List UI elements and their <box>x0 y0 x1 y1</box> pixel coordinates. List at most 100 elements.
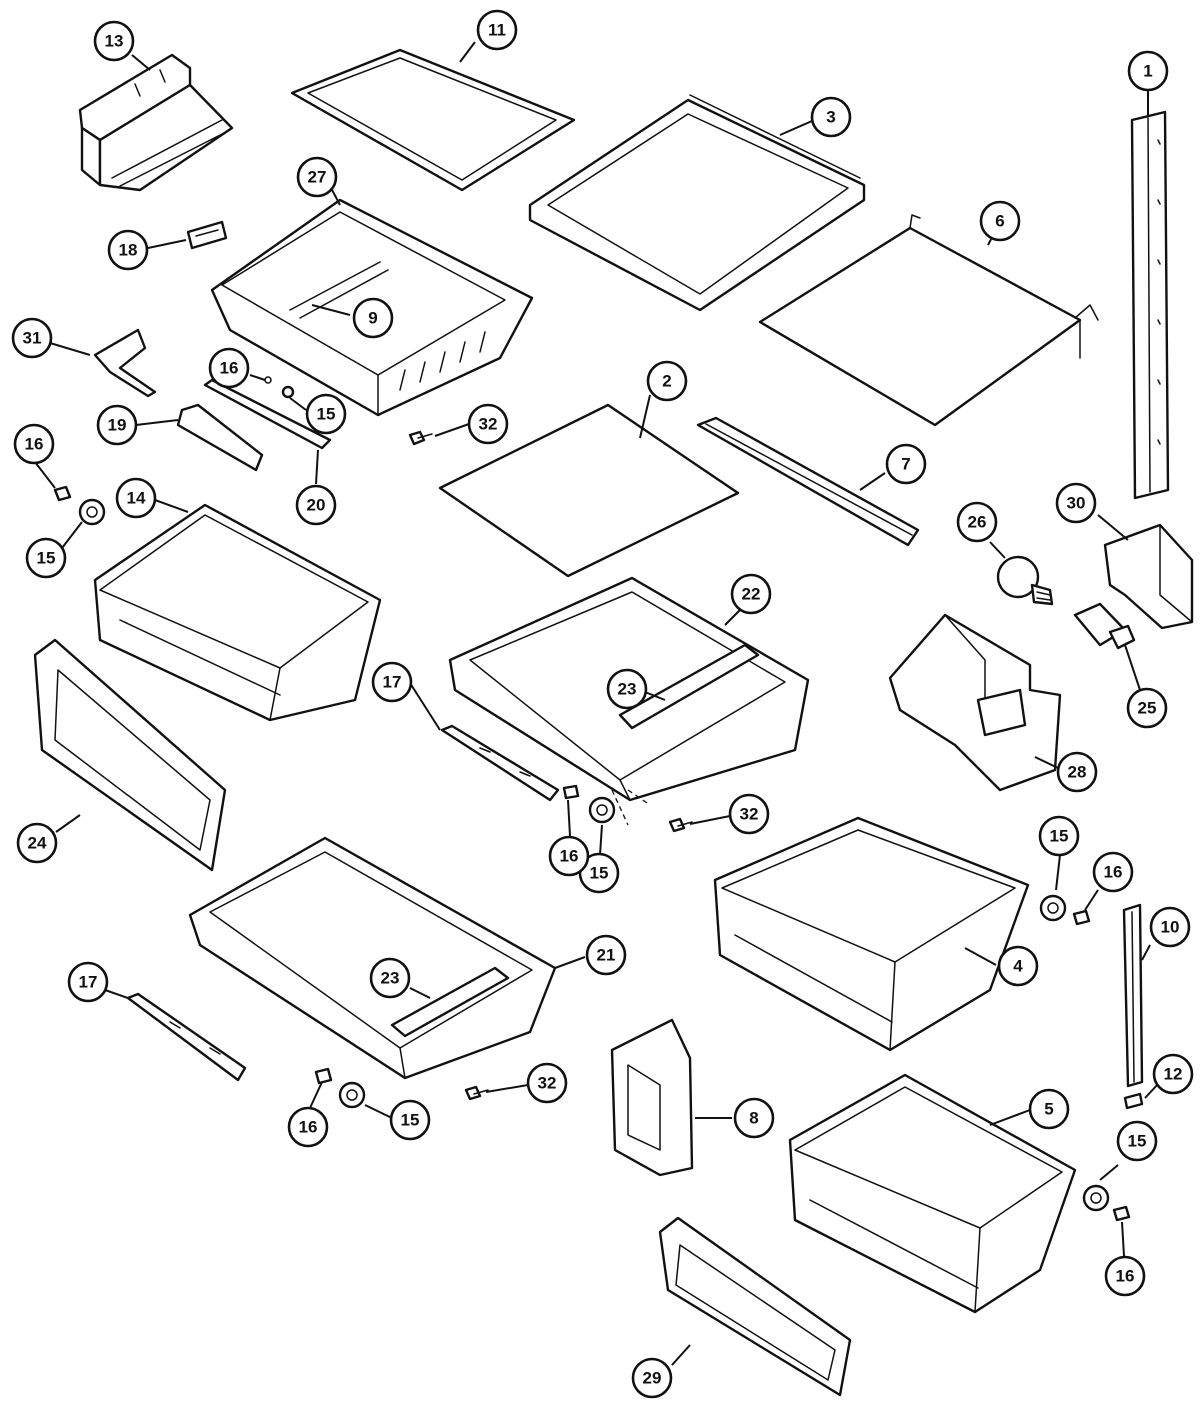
callout-3: 3 <box>810 96 852 138</box>
callout-16d: 16 <box>1092 851 1134 893</box>
svg-text:4: 4 <box>1013 957 1023 976</box>
callout-15a: 15 <box>25 537 67 579</box>
svg-text:21: 21 <box>597 946 616 965</box>
hardware-15-16-lower-right <box>1082 1184 1131 1222</box>
callout-16b: 16 <box>208 347 250 389</box>
part-3-glass-shelf <box>528 94 866 312</box>
part-2-glass-panel <box>438 403 740 578</box>
part-31-bracket <box>93 328 157 398</box>
callout-15b: 15 <box>305 393 347 435</box>
callout-21: 21 <box>585 934 627 976</box>
svg-text:15: 15 <box>37 549 56 568</box>
callout-28: 28 <box>1056 751 1098 793</box>
callout-4: 4 <box>997 945 1039 987</box>
part-28-housing <box>888 613 1062 792</box>
callout-16a: 16 <box>13 423 55 465</box>
callout-23a: 23 <box>606 668 648 710</box>
callout-20: 20 <box>295 484 337 526</box>
part-1-vertical-rail <box>1130 110 1170 500</box>
part-29-front-cover-lower <box>658 1216 852 1397</box>
part-23-rail-lower <box>390 966 510 1038</box>
svg-text:22: 22 <box>742 585 761 604</box>
svg-text:2: 2 <box>662 372 671 391</box>
callout-16f: 16 <box>1104 1255 1146 1297</box>
part-11-shelf-frame <box>290 48 576 192</box>
callout-2: 2 <box>646 360 688 402</box>
svg-text:24: 24 <box>28 834 47 853</box>
part-26-light-bulb <box>996 555 1054 606</box>
part-32-screw-lower <box>464 1085 489 1101</box>
callout-17b: 17 <box>67 961 109 1003</box>
part-21-crisper-cover-lower <box>188 836 557 1080</box>
callout-26: 26 <box>956 501 998 543</box>
svg-text:15: 15 <box>401 1111 420 1130</box>
svg-text:17: 17 <box>79 973 98 992</box>
callout-15e: 15 <box>389 1099 431 1141</box>
part-4-crisper-drawer-right <box>713 816 1030 1052</box>
svg-text:23: 23 <box>381 969 400 988</box>
hardware-16-15-upper <box>264 376 295 399</box>
svg-text:12: 12 <box>1164 1065 1183 1084</box>
svg-text:1: 1 <box>1143 62 1152 81</box>
callout-32a: 32 <box>467 403 509 445</box>
callout-14: 14 <box>115 477 157 519</box>
callout-29: 29 <box>631 1357 673 1399</box>
part-14-crisper-drawer-left <box>93 503 382 722</box>
svg-text:6: 6 <box>995 212 1004 231</box>
callout-13: 13 <box>93 20 135 62</box>
callout-32b: 32 <box>728 793 770 835</box>
part-18-clip <box>186 220 228 250</box>
svg-text:15: 15 <box>1128 1132 1147 1151</box>
svg-text:11: 11 <box>488 21 506 40</box>
svg-text:31: 31 <box>23 329 42 348</box>
part-17-rail-upper <box>440 724 560 802</box>
svg-text:16: 16 <box>299 1118 318 1137</box>
svg-text:7: 7 <box>901 455 910 474</box>
svg-text:19: 19 <box>108 416 127 435</box>
callout-22: 22 <box>730 573 772 615</box>
part-7-trim-strip <box>696 416 920 547</box>
callout-9: 9 <box>352 297 394 339</box>
callout-1: 1 <box>1127 50 1169 92</box>
callout-12: 12 <box>1152 1053 1194 1095</box>
callout-23b: 23 <box>369 957 411 999</box>
part-23-rail-upper <box>618 643 760 730</box>
callout-8: 8 <box>733 1097 775 1139</box>
part-6-wire-shelf <box>758 214 1099 427</box>
svg-text:18: 18 <box>119 241 138 260</box>
svg-text:26: 26 <box>968 513 987 532</box>
svg-text:14: 14 <box>127 489 146 508</box>
svg-text:28: 28 <box>1068 763 1087 782</box>
callout-24: 24 <box>16 822 58 864</box>
svg-text:27: 27 <box>308 168 327 187</box>
part-17-rail-lower <box>126 992 247 1082</box>
svg-text:17: 17 <box>383 673 402 692</box>
part-8-cover <box>610 1018 694 1177</box>
callout-17a: 17 <box>371 661 413 703</box>
hardware-15-16-right <box>1039 894 1091 926</box>
svg-text:25: 25 <box>1138 699 1157 718</box>
svg-text:32: 32 <box>479 415 498 434</box>
callout-31: 31 <box>11 317 53 359</box>
part-19-slide <box>176 403 264 472</box>
callout-16c: 16 <box>548 835 590 877</box>
callout-27: 27 <box>296 156 338 198</box>
part-30-light-cover <box>1103 523 1194 630</box>
part-32-screw-center <box>668 817 693 833</box>
callout-18: 18 <box>107 229 149 271</box>
part-20-rail <box>203 378 332 450</box>
callout-30: 30 <box>1055 482 1097 524</box>
callout-6: 6 <box>979 200 1021 242</box>
part-12-clip <box>1123 1092 1144 1110</box>
callout-7: 7 <box>885 443 927 485</box>
svg-text:15: 15 <box>317 405 336 424</box>
callout-11: 11 <box>476 9 518 51</box>
svg-text:23: 23 <box>618 680 637 699</box>
svg-text:8: 8 <box>749 1109 758 1128</box>
svg-text:32: 32 <box>740 805 759 824</box>
svg-text:16: 16 <box>1116 1267 1135 1286</box>
svg-text:29: 29 <box>643 1369 662 1388</box>
callout-16e: 16 <box>287 1106 329 1148</box>
callout-10: 10 <box>1149 906 1191 948</box>
hardware-16-15-left <box>53 485 106 526</box>
